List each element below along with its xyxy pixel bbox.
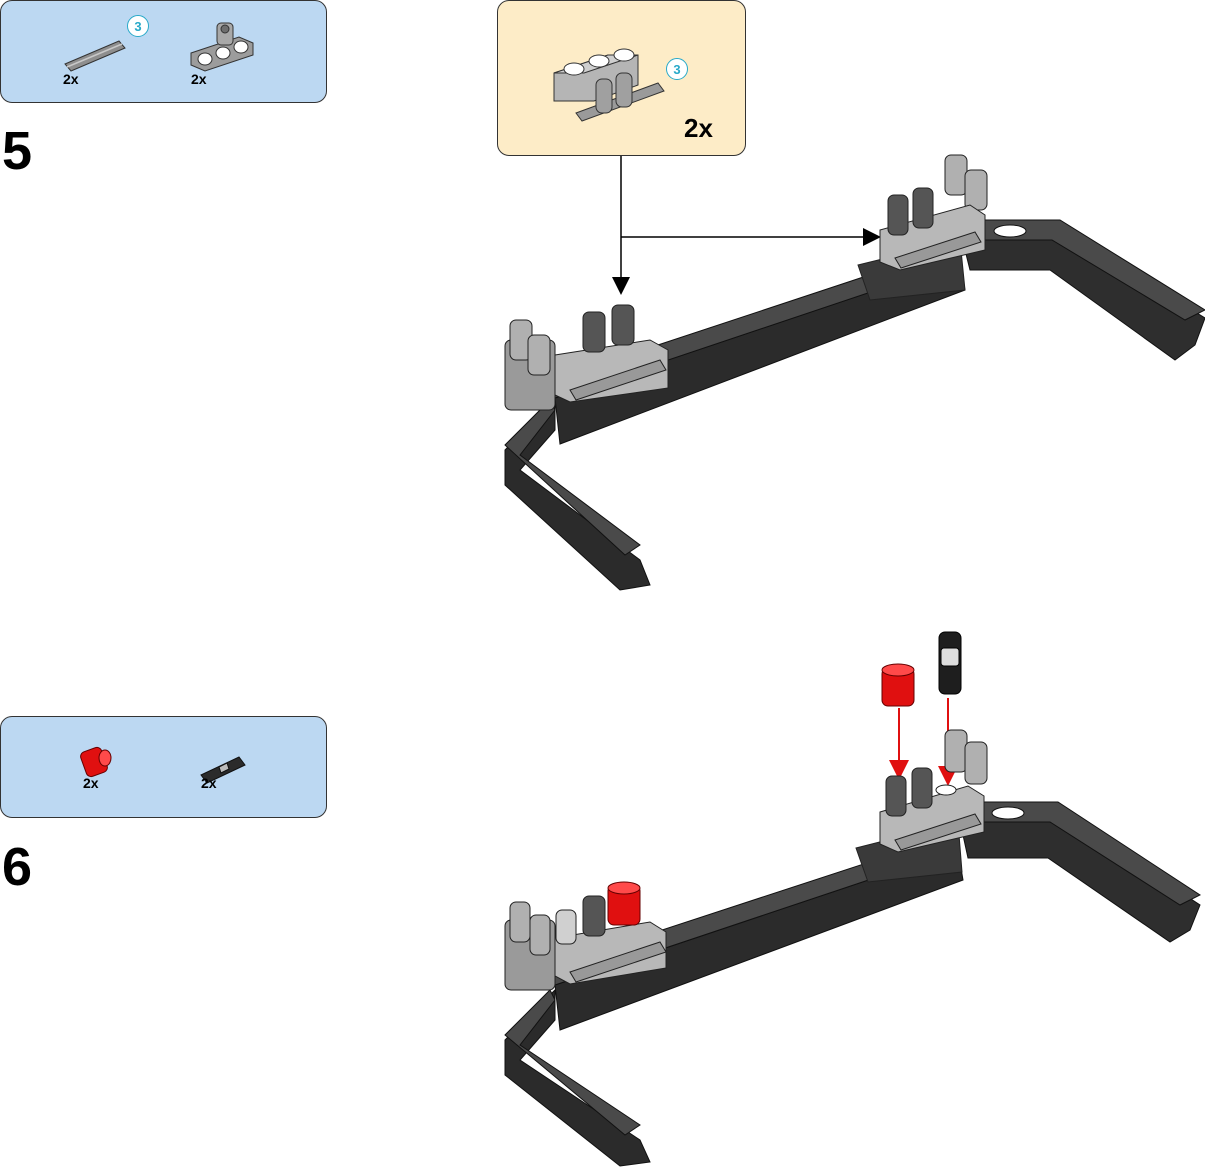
step5-parts-list: 3 2x 2x bbox=[0, 0, 327, 103]
part-quantity: 2x bbox=[191, 71, 207, 87]
black-axle-pin-icon bbox=[938, 631, 962, 695]
right-connector-assembly bbox=[855, 729, 988, 883]
right-angled-beam bbox=[957, 801, 1202, 943]
step-number: 5 bbox=[2, 121, 33, 181]
part-quantity: 2x bbox=[201, 775, 217, 791]
axle-3-icon bbox=[64, 40, 126, 72]
step6-parts-list: 2x 2x bbox=[0, 716, 327, 818]
subassembly-graphics bbox=[553, 48, 665, 122]
axle-length-badge: 3 bbox=[127, 15, 149, 37]
left-angled-beam bbox=[504, 398, 651, 591]
subassembly-quantity: 2x bbox=[684, 113, 713, 143]
assembly-arrows bbox=[612, 156, 881, 295]
step6-parts-graphics bbox=[80, 746, 246, 784]
red-bush-icon bbox=[881, 663, 915, 707]
perpendicular-connector-with-axles-icon bbox=[553, 48, 665, 122]
black-axle-pin-icon bbox=[200, 756, 246, 784]
step-number: 6 bbox=[2, 837, 33, 897]
right-angled-beam bbox=[959, 219, 1205, 361]
left-angled-beam bbox=[504, 988, 651, 1167]
step5-parts-graphics bbox=[64, 22, 254, 72]
left-connector-assembly bbox=[504, 304, 669, 411]
part-quantity: 2x bbox=[63, 71, 79, 87]
pin-connector-icon bbox=[190, 22, 254, 72]
long-beam bbox=[539, 249, 966, 445]
axle-length-badge: 3 bbox=[666, 58, 688, 80]
right-connector-assembly bbox=[857, 154, 988, 301]
part-quantity: 2x bbox=[83, 775, 99, 791]
red-bush-icon bbox=[80, 746, 112, 778]
step5-subassembly-callout: 3 2x bbox=[497, 0, 746, 156]
long-beam bbox=[539, 837, 964, 1031]
left-connector-assembly bbox=[504, 881, 667, 991]
insertion-arrows bbox=[889, 698, 958, 786]
